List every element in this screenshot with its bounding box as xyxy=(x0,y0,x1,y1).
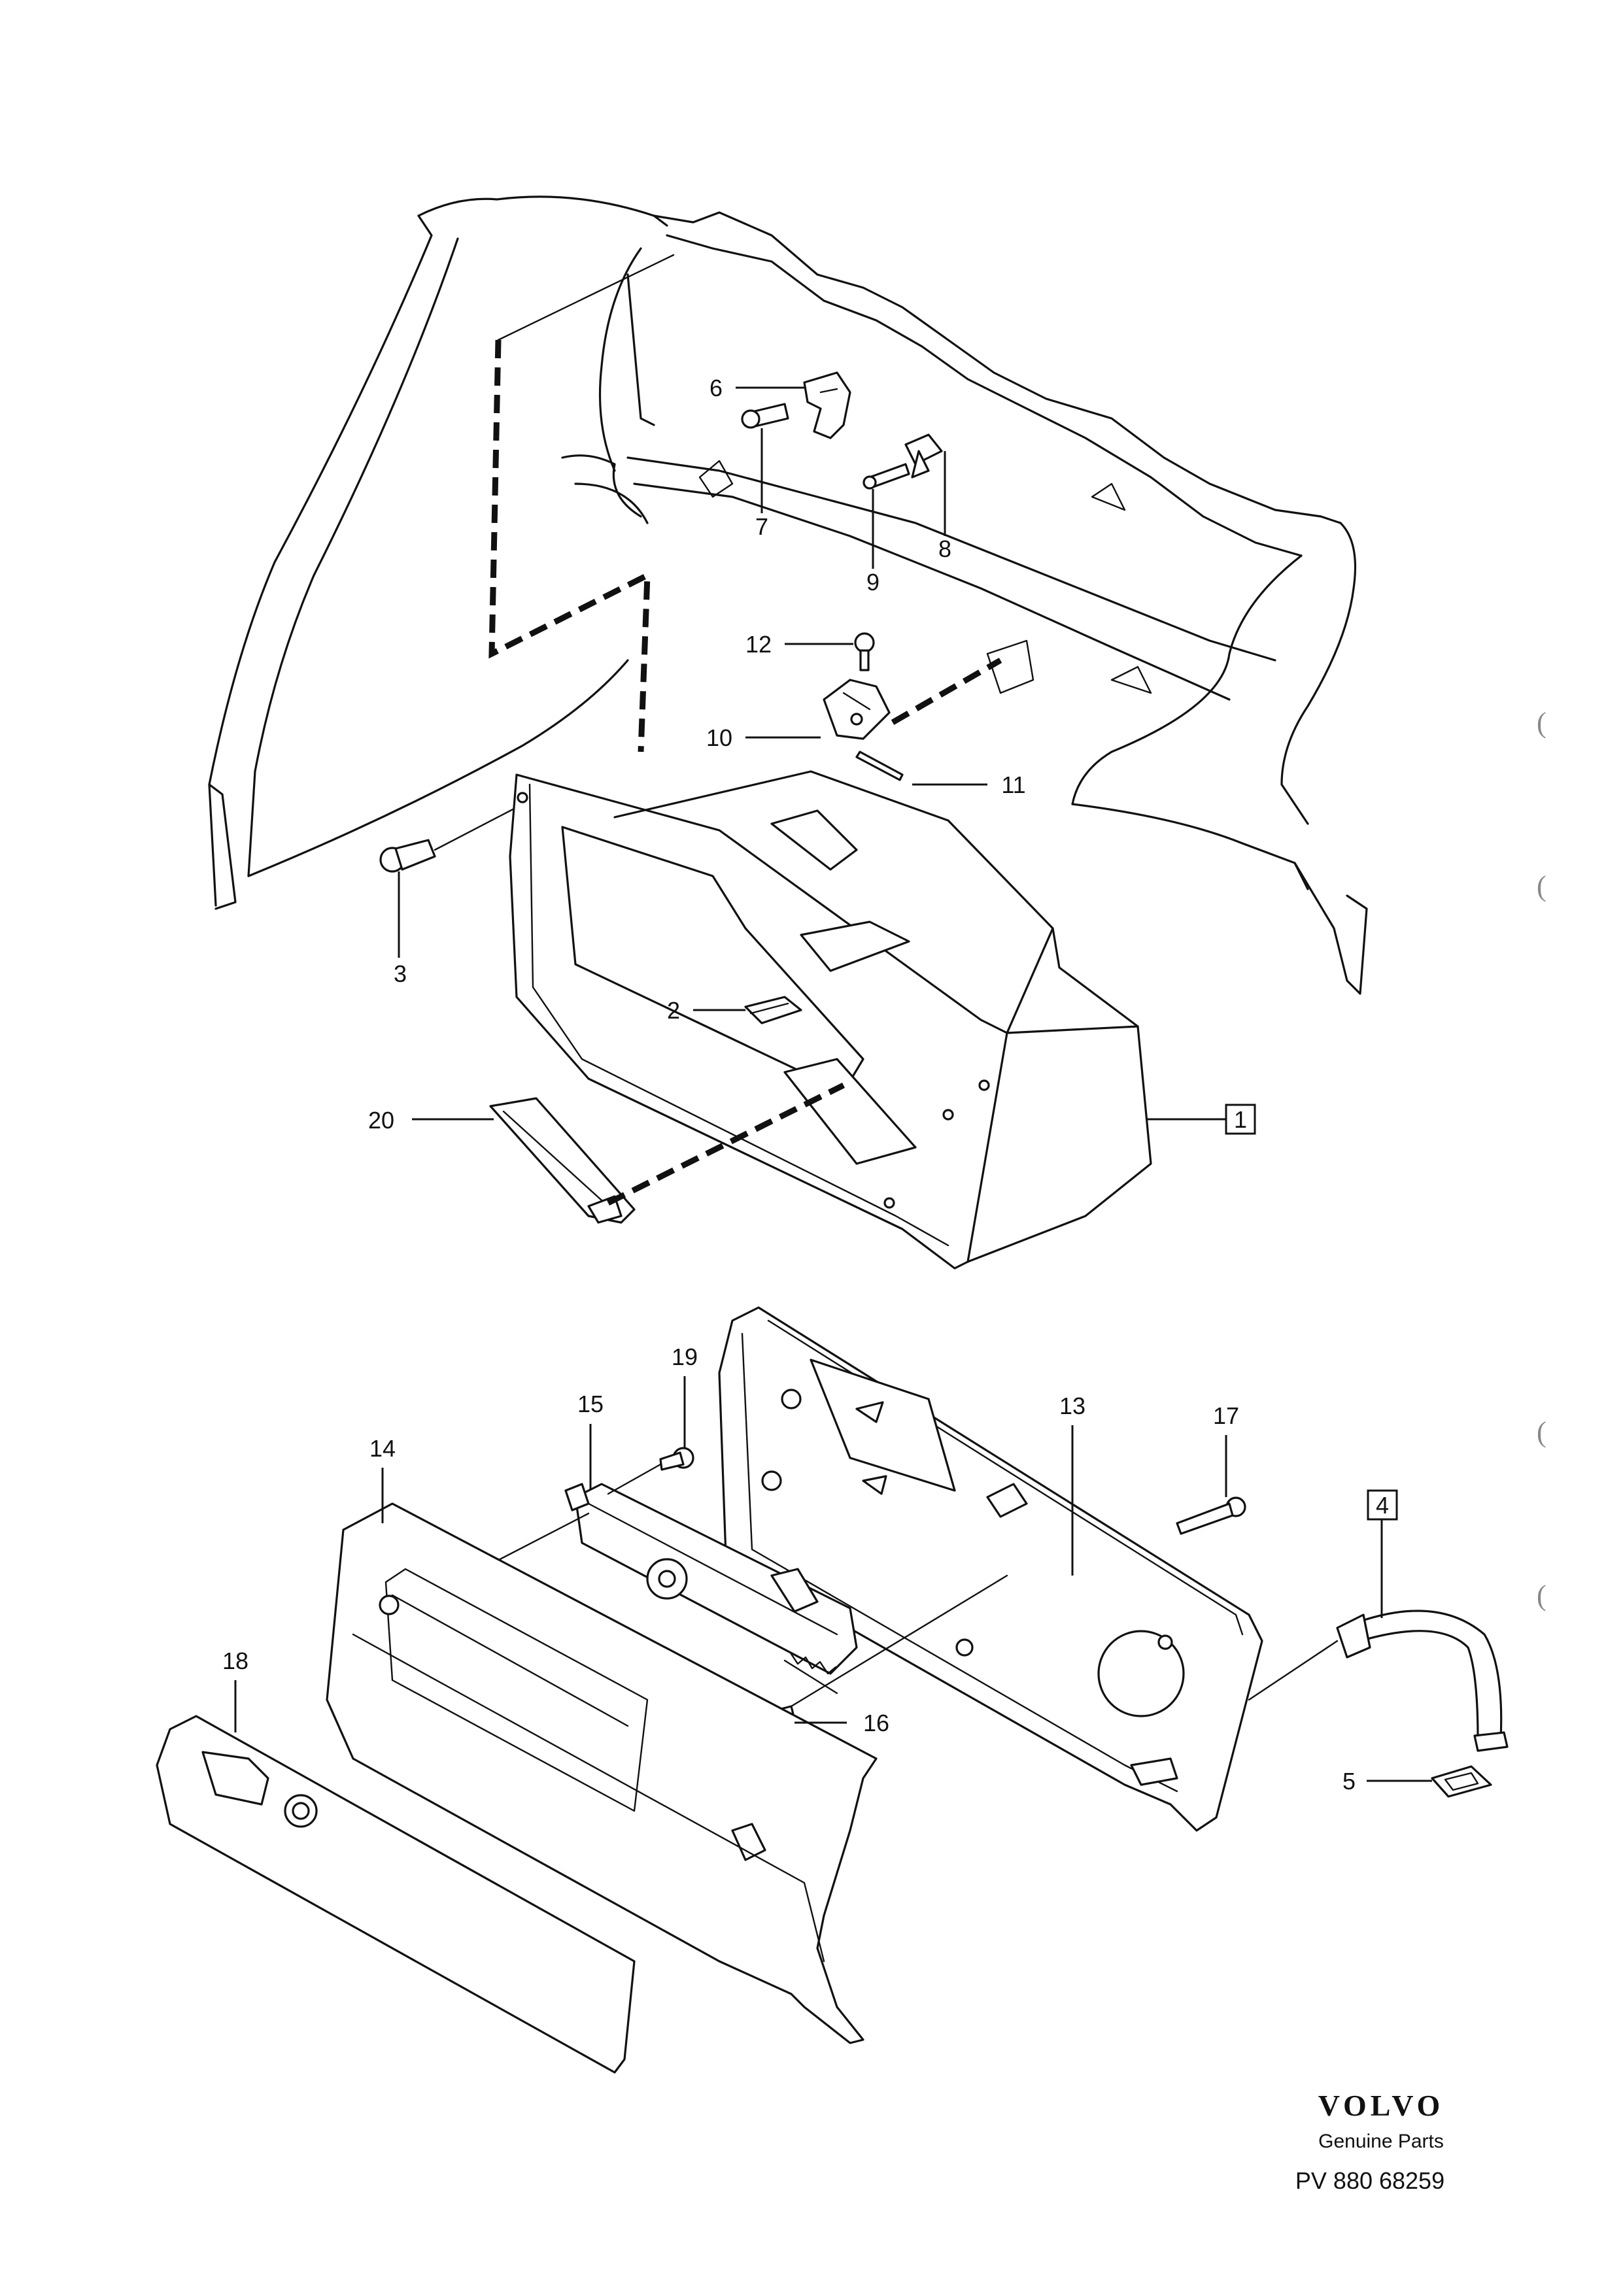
margin-mark-3: ( xyxy=(1537,1416,1546,1448)
callout-7: 7 xyxy=(755,513,768,540)
callout-4: 4 xyxy=(1376,1492,1389,1519)
bracket-8 xyxy=(904,433,943,479)
latch-2 xyxy=(744,996,802,1024)
callout-box-4 xyxy=(1367,1489,1398,1521)
trim-strip-18 xyxy=(156,1715,636,2074)
margin-mark-2: ( xyxy=(1537,870,1546,902)
margin-mark-1: ( xyxy=(1537,707,1546,739)
inner-panel-13 xyxy=(718,1306,1263,1832)
hinge-bracket-10 xyxy=(823,679,891,740)
callout-5: 5 xyxy=(1342,1768,1356,1795)
callout-11: 11 xyxy=(1001,771,1025,798)
screw-7 xyxy=(741,403,789,429)
callout-6: 6 xyxy=(709,375,723,401)
callout-19: 19 xyxy=(672,1343,698,1370)
pin-11 xyxy=(855,751,904,781)
callout-box-1 xyxy=(1225,1104,1256,1135)
leader-lines xyxy=(234,386,1432,1782)
callout-17: 17 xyxy=(1213,1402,1239,1429)
leader-15-to-panel xyxy=(492,1512,590,1564)
screw-12 xyxy=(854,632,875,671)
margin-mark-4: ( xyxy=(1537,1579,1546,1612)
screw-3 xyxy=(379,839,436,873)
callout-18: 18 xyxy=(222,1647,248,1674)
callout-2: 2 xyxy=(667,997,680,1024)
callout-13: 13 xyxy=(1059,1393,1085,1419)
leader-19-to-lock xyxy=(607,1463,662,1495)
callout-9: 9 xyxy=(866,569,880,596)
callout-12: 12 xyxy=(745,631,772,658)
volvo-logo: VOLVO xyxy=(1318,2089,1444,2122)
seal-5 xyxy=(1431,1765,1492,1798)
callout-15: 15 xyxy=(577,1391,604,1417)
diagram-reference-number: PV 880 68259 xyxy=(1295,2167,1444,2194)
callout-8: 8 xyxy=(938,535,951,562)
glove-box-1 xyxy=(509,770,1152,1270)
pin-9 xyxy=(863,463,910,490)
lock-mechanism-15 xyxy=(564,1483,858,1695)
genuine-parts-label: Genuine Parts xyxy=(1318,2131,1444,2152)
leader-16-to-lock xyxy=(790,1574,1008,1708)
fitment-dashed-line-left xyxy=(488,254,675,752)
callout-20: 20 xyxy=(368,1107,394,1134)
leader-3-to-box xyxy=(434,806,518,851)
screw-19 xyxy=(659,1447,694,1471)
callout-1: 1 xyxy=(1234,1106,1247,1133)
callout-10: 10 xyxy=(706,724,732,751)
fitment-dashed-line-lamp xyxy=(606,1082,846,1206)
fitment-dashed-line-hinge xyxy=(891,658,1002,725)
lamp-cover-20 xyxy=(489,1097,636,1224)
hinge-bracket-6 xyxy=(803,371,851,439)
callout-14: 14 xyxy=(369,1435,396,1462)
cable-harness-4 xyxy=(1336,1610,1509,1752)
outer-panel-14 xyxy=(326,1502,878,2044)
dashboard-body-shell xyxy=(208,195,1368,995)
leader-4-to-panel xyxy=(1248,1640,1339,1701)
callout-3: 3 xyxy=(394,960,407,987)
callout-16: 16 xyxy=(863,1710,889,1736)
screw-17 xyxy=(1176,1496,1246,1535)
